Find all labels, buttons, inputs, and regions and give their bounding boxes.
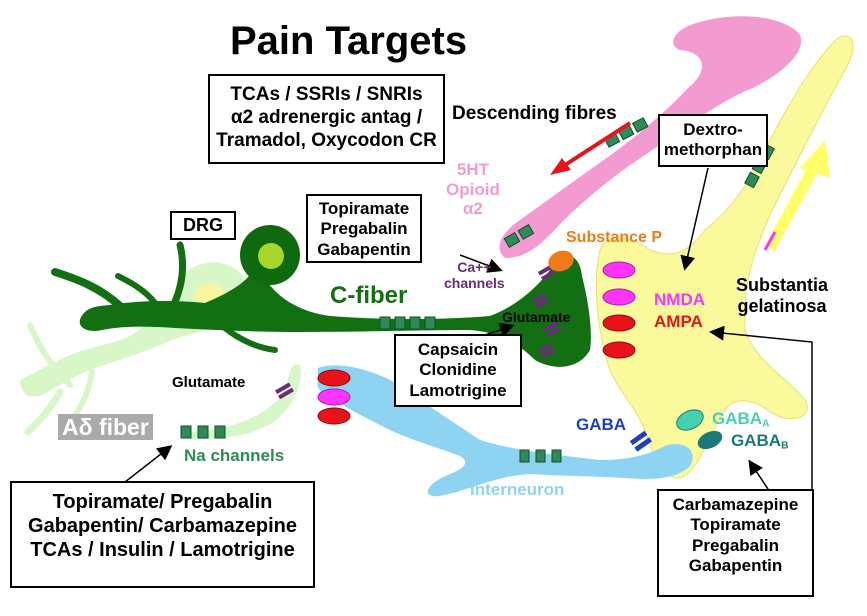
descending-fibres-label: Descending fibres bbox=[452, 103, 617, 124]
ca-channel bbox=[534, 298, 550, 309]
gaba-b-receptor bbox=[697, 430, 723, 450]
ca-channel-drugs-box: Topiramate Pregabalin Gabapentin bbox=[306, 194, 422, 263]
gaba-b-label: GABAB bbox=[731, 431, 789, 452]
a-delta-fiber-label: Aδ fiber bbox=[58, 414, 153, 441]
descending-transmitters-label: 5HT Opioid α2 bbox=[446, 160, 500, 219]
ampa-label: AMPA bbox=[654, 312, 703, 331]
ca-channel bbox=[278, 387, 294, 400]
channel bbox=[631, 117, 649, 133]
interneuron-receptor bbox=[317, 369, 351, 387]
drg-label: DRG bbox=[170, 211, 236, 240]
na-channel bbox=[535, 449, 546, 463]
c-fiber-label: C-fiber bbox=[330, 282, 408, 309]
callout-arrow bbox=[748, 459, 771, 493]
substantia-gelatinosa-label: Substantia gelatinosa bbox=[736, 275, 829, 316]
na-channel bbox=[409, 316, 421, 330]
ca-channel bbox=[537, 343, 553, 354]
gaba-drugs-box: Carbamazepine Topiramate Pregabalin Gaba… bbox=[657, 489, 814, 597]
na-channels-label: Na channels bbox=[184, 446, 285, 465]
ca-channel bbox=[531, 293, 547, 304]
antidepressant-box: TCAs / SSRIs / SNRIs α2 adrenergic antag… bbox=[208, 74, 445, 164]
na-channel bbox=[379, 316, 391, 330]
interneuron-label: Interneuron bbox=[470, 480, 565, 499]
a-delta-fiber bbox=[190, 364, 301, 440]
ampa-receptor bbox=[602, 341, 636, 359]
drg-c-nucleus bbox=[258, 243, 284, 269]
gaba-channel bbox=[634, 437, 652, 452]
na-channel bbox=[394, 316, 406, 330]
dextromethorphan-box: Dextro- methorphan bbox=[658, 114, 768, 167]
ca-channel bbox=[546, 326, 562, 337]
descending-direction-arrow bbox=[563, 121, 632, 167]
gaba-channel bbox=[629, 430, 648, 446]
na-channel-drugs-box: Topiramate/ Pregabalin Gabapentin/ Carba… bbox=[10, 481, 315, 588]
glutamate-c-label: Glutamate bbox=[502, 309, 571, 325]
descending-fiber bbox=[499, 16, 802, 258]
gaba-label: GABA bbox=[576, 415, 627, 434]
ascending-direction-arrow bbox=[765, 162, 820, 251]
ca-channel bbox=[275, 382, 291, 394]
na-channel bbox=[519, 449, 530, 463]
gaba-a-label: GABAA bbox=[712, 409, 770, 430]
nk1-receptor bbox=[602, 261, 636, 279]
channel bbox=[744, 171, 760, 189]
callout-arrow bbox=[680, 167, 709, 271]
gaba-a-receptor bbox=[676, 409, 704, 431]
page-title: Pain Targets bbox=[230, 19, 468, 63]
substance-p-label: Substance P bbox=[566, 229, 663, 246]
glutamate-a-label: Glutamate bbox=[172, 374, 246, 391]
c-fiber bbox=[79, 255, 591, 367]
na-channel bbox=[551, 449, 562, 463]
ca-channel bbox=[537, 265, 553, 276]
ca-channel bbox=[540, 270, 556, 281]
na-channel bbox=[424, 316, 436, 330]
substance-p-vesicle bbox=[548, 250, 574, 272]
channel bbox=[517, 223, 535, 241]
na-channel bbox=[180, 425, 192, 439]
drg-a-neuron bbox=[20, 262, 247, 397]
nk1-receptor bbox=[602, 288, 636, 306]
na-channel bbox=[197, 425, 209, 439]
ca-channel bbox=[540, 348, 556, 359]
callout-arrow bbox=[709, 325, 813, 490]
callout-arrow bbox=[459, 254, 503, 273]
ca-channels-label: Ca++ channels bbox=[444, 259, 505, 292]
interneuron-receptor bbox=[317, 407, 351, 425]
ca-channel bbox=[543, 321, 559, 332]
capsaicin-box: Capsaicin Clonidine Lamotrigine bbox=[394, 334, 522, 407]
ampa-receptor bbox=[602, 314, 636, 332]
channel bbox=[503, 231, 521, 249]
na-channel bbox=[214, 425, 226, 439]
interneuron-receptor bbox=[317, 388, 351, 406]
callout-arrow bbox=[124, 445, 173, 483]
nmda-label: NMDA bbox=[654, 290, 705, 309]
